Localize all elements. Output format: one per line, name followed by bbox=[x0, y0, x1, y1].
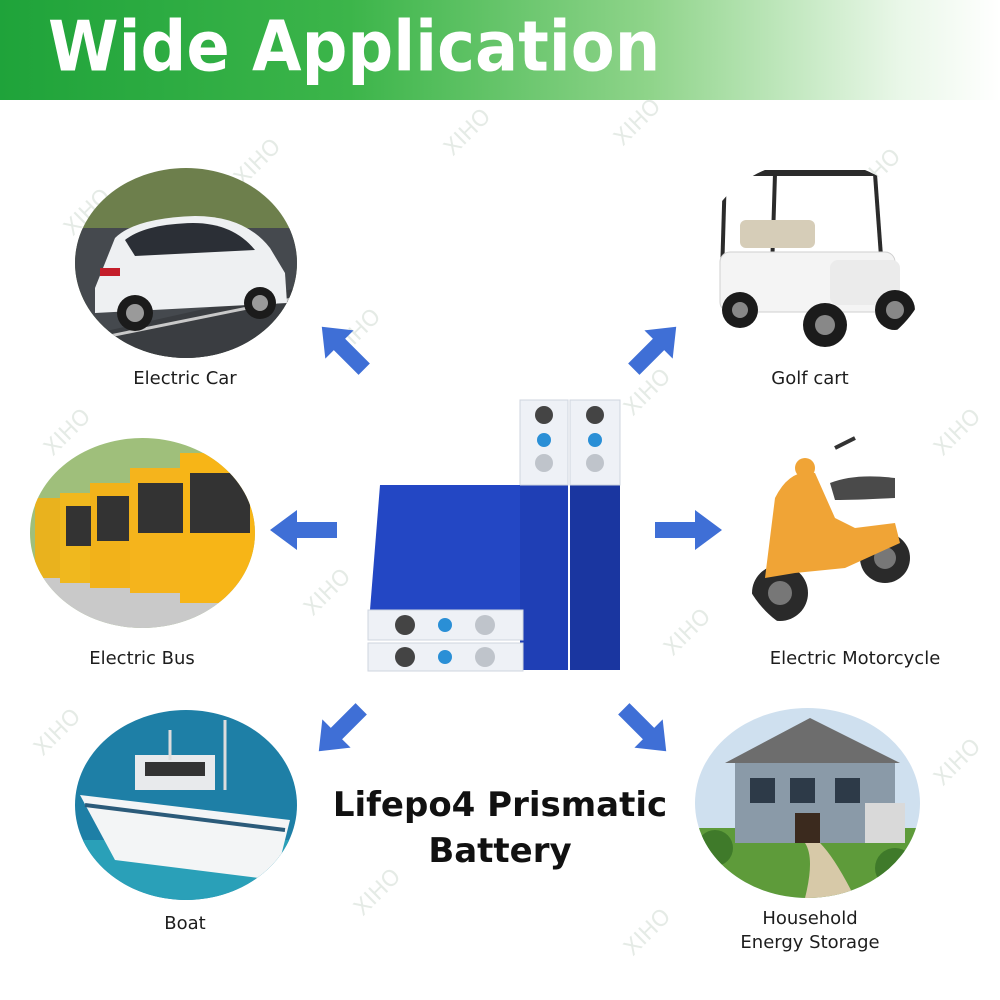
house-icon bbox=[695, 708, 920, 898]
car-icon bbox=[75, 168, 297, 358]
watermark: XIHO bbox=[929, 404, 987, 461]
arrow-to-bus-icon bbox=[270, 510, 337, 550]
household-image bbox=[695, 708, 920, 898]
watermark: XIHO bbox=[439, 104, 497, 161]
page-title: Wide Application bbox=[48, 8, 661, 88]
arrow-to-car-icon bbox=[321, 326, 370, 375]
electric-bus-label: Electric Bus bbox=[89, 648, 195, 669]
arrow-to-motorcycle-icon bbox=[655, 510, 722, 550]
boat-image bbox=[75, 710, 297, 900]
bus-icon bbox=[30, 438, 255, 628]
watermark: XIHO bbox=[659, 604, 717, 661]
watermark: XIHO bbox=[609, 94, 667, 151]
electric-motorcycle-label: Electric Motorcycle bbox=[769, 648, 941, 669]
golf-cart-label: Golf cart bbox=[771, 368, 849, 389]
product-title-line2: Battery bbox=[428, 831, 572, 871]
arrow-to-household-icon bbox=[618, 703, 667, 752]
product-title-line1: Lifepo4 Prismatic bbox=[332, 785, 668, 825]
boat-icon bbox=[75, 710, 297, 900]
electric-bus-image bbox=[30, 438, 255, 628]
boat-label: Boat bbox=[164, 913, 206, 934]
electric-car-label: Electric Car bbox=[133, 368, 237, 389]
electric-motorcycle-image bbox=[735, 428, 920, 638]
watermark: XIHO bbox=[299, 564, 357, 621]
header-banner: Wide Application bbox=[0, 0, 1000, 100]
golf-cart-image bbox=[700, 160, 930, 360]
household-label: Household Energy Storage bbox=[710, 907, 910, 955]
arrow-to-boat-icon bbox=[318, 703, 367, 752]
prismatic-battery-image bbox=[367, 399, 621, 672]
household-label-line2: Energy Storage bbox=[740, 932, 880, 953]
watermark: XIHO bbox=[619, 904, 677, 961]
arrow-to-golf-cart-icon bbox=[628, 326, 677, 375]
household-label-line1: Household bbox=[762, 908, 858, 929]
electric-car-image bbox=[75, 168, 297, 358]
watermark: XIHO bbox=[29, 704, 87, 761]
product-title: Lifepo4 Prismatic Battery bbox=[320, 782, 680, 874]
watermark: XIHO bbox=[929, 734, 987, 791]
motorcycle-icon bbox=[752, 436, 910, 621]
golf-cart-icon bbox=[719, 170, 915, 347]
